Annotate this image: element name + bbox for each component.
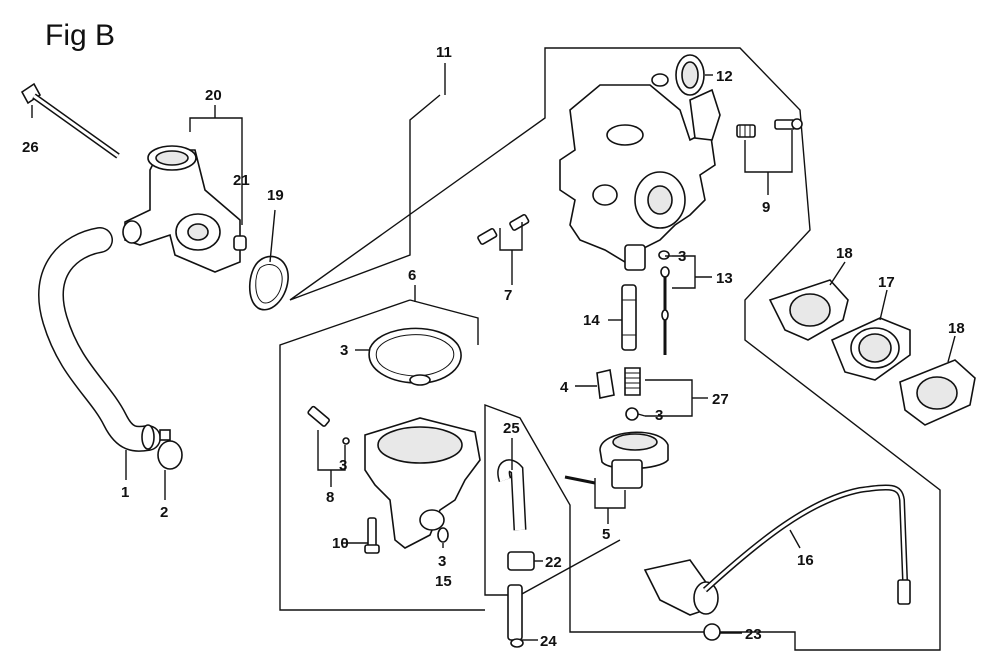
gasket-19 (248, 255, 289, 311)
cap-12 (675, 54, 705, 96)
group-11-boundary (289, 47, 941, 651)
callout-2: 2 (160, 504, 168, 521)
callout-25: 25 (503, 420, 520, 437)
screw-set-9 (736, 118, 803, 138)
hose-1 (38, 227, 161, 452)
callout-18-upper: 18 (836, 245, 853, 262)
callout-3-needle: 3 (678, 248, 686, 265)
callout-3-gasket: 3 (340, 342, 348, 359)
callout-10: 10 (332, 535, 349, 552)
callout-17: 17 (878, 274, 895, 291)
nozzle-14 (621, 284, 637, 351)
leader-lines (31, 63, 956, 641)
callout-15: 15 (435, 573, 452, 590)
callout-23: 23 (745, 626, 762, 643)
callout-11: 11 (436, 44, 452, 61)
carburetor-body-11 (559, 73, 721, 271)
float-5 (564, 431, 669, 489)
group-6-top (409, 299, 479, 345)
water-joint-20 (122, 145, 241, 273)
washer-15 (437, 527, 449, 543)
callout-14: 14 (583, 312, 600, 329)
callout-3-screw: 3 (339, 457, 347, 474)
callout-24: 24 (540, 633, 557, 650)
tube-24 (507, 584, 524, 648)
gasket-18-lower (899, 359, 976, 426)
callout-3-washer: 3 (438, 553, 446, 570)
clip-22 (507, 551, 535, 571)
callout-21: 21 (233, 172, 250, 189)
needle-13 (658, 250, 670, 355)
callout-26: 26 (22, 139, 39, 156)
dowel-21 (233, 235, 247, 251)
callout-5: 5 (602, 526, 610, 543)
callout-6: 6 (408, 267, 416, 284)
group-6-boundary (279, 299, 485, 611)
float-chamber (364, 417, 481, 549)
insulator-17 (830, 317, 911, 381)
callout-9: 9 (762, 199, 770, 216)
callout-20: 20 (205, 87, 222, 104)
callout-12: 12 (716, 68, 733, 85)
callout-18-lower: 18 (948, 320, 965, 337)
bolt-26 (20, 82, 120, 159)
screw-23 (703, 623, 721, 641)
screw-8 (307, 405, 350, 445)
callout-27: 27 (712, 391, 729, 408)
callout-3-spring: 3 (655, 407, 663, 424)
callout-1: 1 (121, 484, 129, 501)
solenoid-16 (643, 484, 911, 616)
gasket-3 (368, 327, 462, 386)
spring-set-27 (624, 367, 641, 421)
callout-19: 19 (267, 187, 284, 204)
clamp-2 (157, 429, 183, 470)
callout-8: 8 (326, 489, 334, 506)
callout-13: 13 (716, 270, 733, 287)
figure-title: Fig B (45, 19, 115, 52)
jet-4 (596, 369, 615, 399)
bolt-10 (364, 517, 380, 554)
callout-22: 22 (545, 554, 562, 571)
callout-7: 7 (504, 287, 512, 304)
tube-25 (497, 459, 527, 531)
callout-4: 4 (560, 379, 569, 396)
callout-16: 16 (797, 552, 814, 569)
gasket-18-upper (768, 279, 849, 341)
